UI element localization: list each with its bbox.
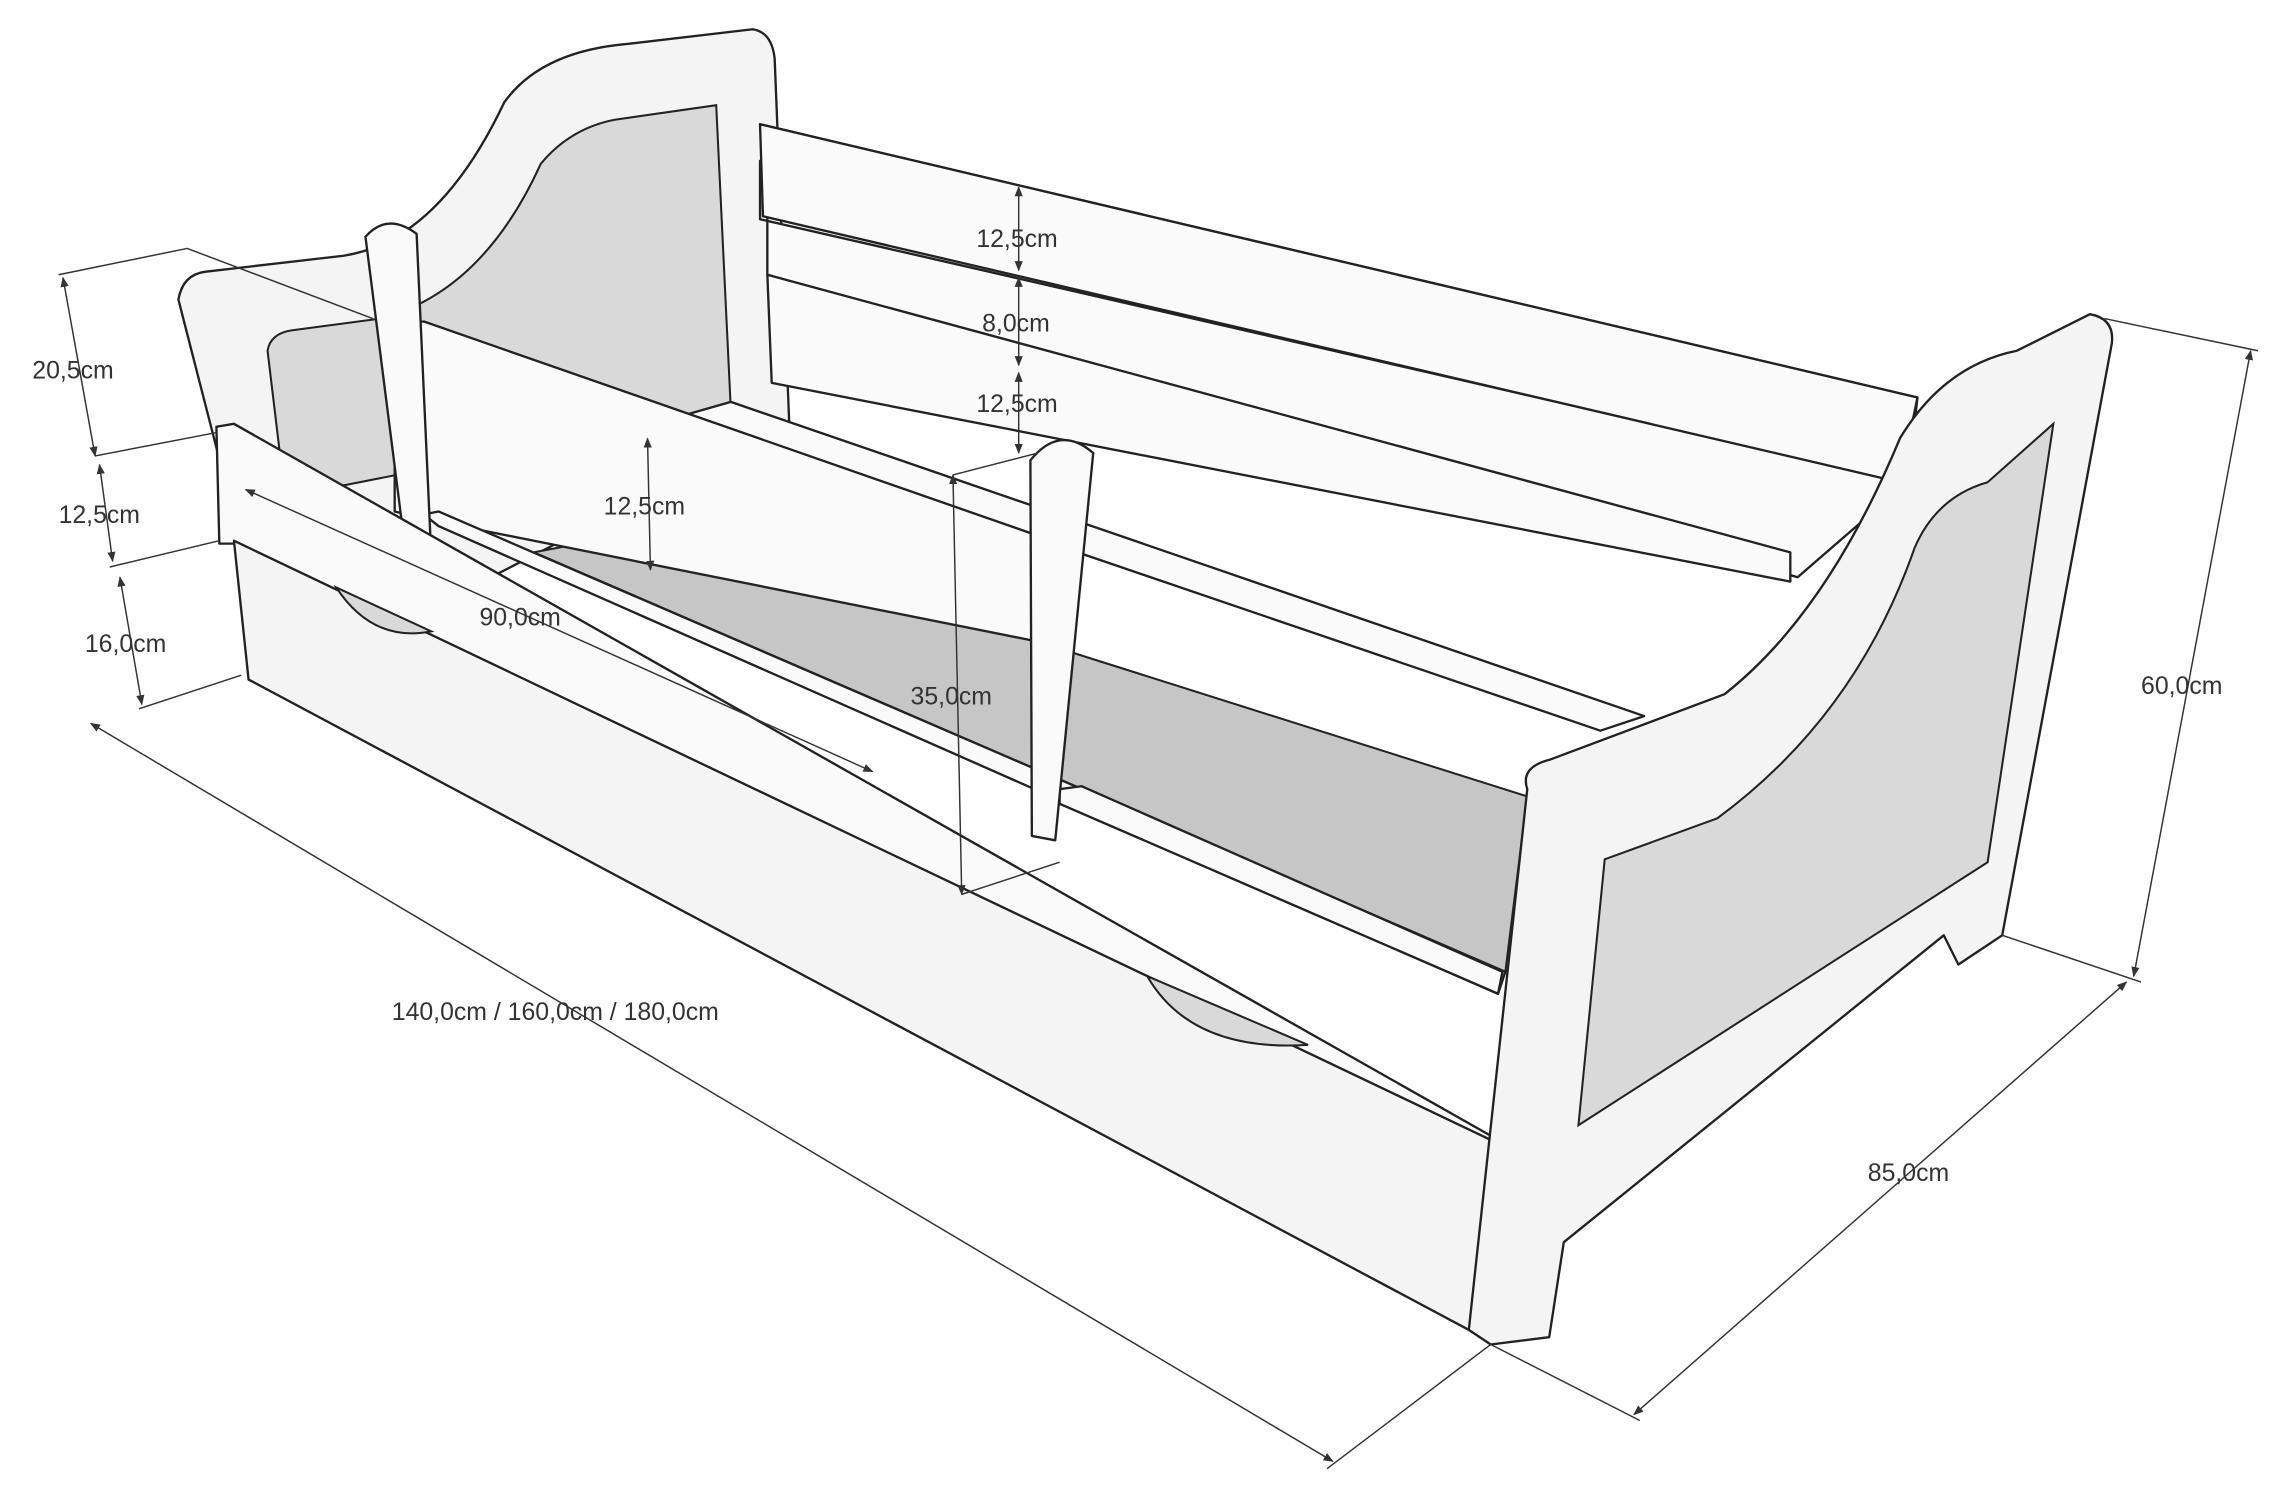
right-footboard-inset [1577,421,2055,1128]
label-mattress-to-top: 35,0cm [911,683,992,710]
label-drawer-height: 16,0cm [85,631,166,658]
label-back-rail-bottom: 12,5cm [976,391,1057,418]
label-length: 140,0cm / 160,0cm / 180,0cm [392,999,719,1026]
label-back-rail-top: 12,5cm [976,226,1057,253]
label-headboard-height: 20,5cm [32,357,113,384]
label-barrier-length: 90,0cm [479,604,560,631]
label-front-rail-height: 12,5cm [59,502,140,529]
label-back-rail-gap: 8,0cm [982,311,1050,338]
label-barrier-height: 12,5cm [604,493,685,520]
dimension-lines [58,186,2259,1470]
label-total-height: 60,0cm [2141,673,2222,700]
label-width: 85,0cm [1868,1160,1949,1187]
inner-back-rail [678,400,1646,732]
back-rail-bottom [766,273,1792,583]
